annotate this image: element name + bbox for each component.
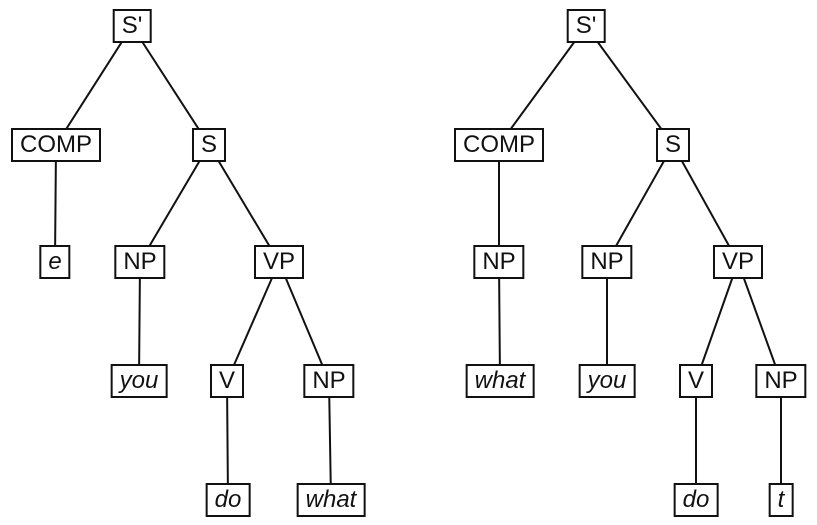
right-tree-node-np-subj: NP <box>581 245 633 279</box>
right-tree-node-np-comp: NP <box>473 245 525 279</box>
tree-edge-np-obj-what <box>328 380 332 501</box>
right-tree-node-you: you <box>578 364 636 398</box>
right-tree-node-vp: VP <box>712 245 764 279</box>
tree-edge-v-do <box>226 380 229 501</box>
tree-edge-s-vp <box>672 144 739 263</box>
right-tree-node-s-bar: S' <box>566 9 606 43</box>
left-tree-node-comp: COMP <box>11 128 101 162</box>
left-tree-node-np-obj: NP <box>303 364 355 398</box>
left-tree-node-vp: VP <box>253 245 305 279</box>
left-tree-node-what: what <box>296 483 366 517</box>
left-tree-node-you: you <box>110 364 168 398</box>
left-tree-node-e: e <box>39 245 71 279</box>
left-tree-node-v: V <box>209 364 245 398</box>
right-tree-node-comp: COMP <box>454 128 544 162</box>
left-tree-node-s: S <box>191 128 227 162</box>
tree-edge-vp-np-obj <box>278 261 330 382</box>
right-tree-node-what: what <box>465 364 535 398</box>
left-tree-node-s-bar: S' <box>112 9 152 43</box>
tree-edge-s-np-subj <box>606 144 674 263</box>
tree-edge-s-bar-comp <box>498 25 587 146</box>
tree-edge-s-bar-s <box>131 25 210 146</box>
right-tree-node-do: do <box>673 483 719 517</box>
tree-edge-s-bar-s <box>585 25 674 146</box>
tree-edge-np-subj-you <box>138 261 141 382</box>
tree-edge-np-comp-what <box>498 261 501 382</box>
right-tree-node-v: V <box>678 364 714 398</box>
right-tree-node-t: t <box>768 483 794 517</box>
left-tree-node-do: do <box>205 483 251 517</box>
tree-edge-s-vp <box>208 144 280 263</box>
left-tree-node-np-subj: NP <box>114 245 166 279</box>
tree-edge-vp-np-obj <box>737 261 782 382</box>
tree-edge-s-np-subj <box>139 144 210 263</box>
right-tree-node-s: S <box>655 128 691 162</box>
right-tree-node-np-obj: NP <box>755 364 807 398</box>
tree-edge-comp-e <box>54 144 57 263</box>
tree-edge-vp-v <box>226 261 280 382</box>
tree-edge-vp-v <box>695 261 739 382</box>
tree-edge-s-bar-comp <box>55 25 133 146</box>
